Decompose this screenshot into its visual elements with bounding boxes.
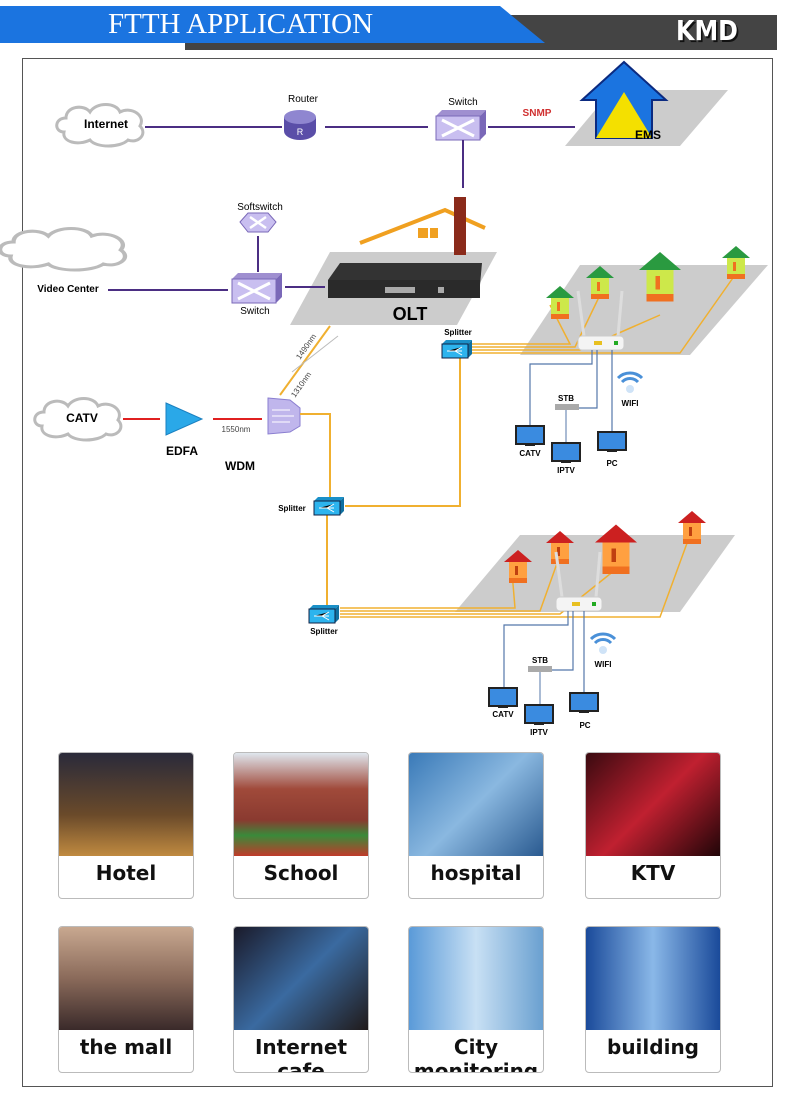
svg-text:R: R xyxy=(297,127,304,137)
mall-photo xyxy=(59,927,193,1030)
brand-logo: KMD xyxy=(676,14,738,47)
hospital-photo xyxy=(409,753,543,856)
lan-links-2 xyxy=(503,611,585,693)
switch-icon-top xyxy=(434,108,488,142)
catv-1-label: CATV xyxy=(519,449,541,458)
content-frame xyxy=(22,58,773,1087)
edfa-icon xyxy=(165,402,204,436)
splitter-2-label: Splitter xyxy=(278,504,306,513)
ftth-network-diagram: Internet R Router Switch SNMP EMS OLT So… xyxy=(0,60,768,737)
catv-tv-icon-1 xyxy=(515,425,545,447)
switch-mid-label: Switch xyxy=(240,306,269,317)
pc-icon-2 xyxy=(569,692,599,714)
city-monitoring-photo xyxy=(409,927,543,1030)
softswitch-label: Softswitch xyxy=(237,202,283,213)
iptv-2-label: IPTV xyxy=(530,728,548,737)
ktv-photo xyxy=(586,753,720,856)
nm1550-label: 1550nm xyxy=(222,425,251,434)
wdm-icon xyxy=(267,397,301,435)
wdm-label: WDM xyxy=(225,459,255,473)
switch-top-label: Switch xyxy=(448,97,477,108)
application-card-school: School xyxy=(233,752,369,899)
school-photo xyxy=(234,753,368,856)
stb-2-label: STB xyxy=(532,656,548,665)
pc-2-label: PC xyxy=(579,721,590,730)
router-icon: R xyxy=(284,110,316,140)
application-card-hospital: hospital xyxy=(408,752,544,899)
catv-source-label: CATV xyxy=(66,411,98,425)
iptv-tv-icon-1 xyxy=(551,442,581,464)
application-label: City monitoring xyxy=(413,1035,539,1073)
wifi-icon-2 xyxy=(589,632,617,656)
application-label: Hotel xyxy=(95,861,157,885)
hotel-photo xyxy=(59,753,193,856)
splitter-icon-2 xyxy=(313,496,345,516)
internet-label: Internet xyxy=(84,117,128,131)
olt-label: OLT xyxy=(393,304,428,324)
building-photo xyxy=(586,927,720,1030)
application-label: the mall xyxy=(79,1035,173,1059)
wifi-2-label: WIFI xyxy=(595,660,612,669)
home-area-2 xyxy=(340,511,735,618)
snmp-label: SNMP xyxy=(523,108,552,119)
application-card-city-monitoring: City monitoring xyxy=(408,926,544,1073)
application-card-building: building xyxy=(585,926,721,1073)
application-card-hotel: Hotel xyxy=(58,752,194,899)
page-title: FTTH APPLICATION xyxy=(108,8,374,40)
ems-label: EMS xyxy=(635,128,661,142)
application-label: hospital xyxy=(430,861,522,885)
header-blue-band xyxy=(0,6,545,43)
pc-1-label: PC xyxy=(606,459,617,468)
video-center-cloud xyxy=(0,229,125,271)
application-label: KTV xyxy=(630,861,676,885)
application-card-internet-cafe: Internet cafe xyxy=(233,926,369,1073)
iptv-1-label: IPTV xyxy=(557,466,575,475)
application-label: building xyxy=(607,1035,699,1059)
softswitch-icon xyxy=(239,212,277,233)
fiber-1310 xyxy=(291,335,339,373)
splitter-icon-3 xyxy=(308,604,340,624)
edfa-label: EDFA xyxy=(166,444,198,458)
nm1310-label: 1310nm xyxy=(289,370,313,399)
wifi-icon-1 xyxy=(616,371,644,395)
catv-2-label: CATV xyxy=(492,710,514,719)
application-label: Internet cafe xyxy=(254,1035,348,1073)
application-card-mall: the mall xyxy=(58,926,194,1073)
olt-device-icon xyxy=(328,263,482,298)
home-area-1 xyxy=(472,246,768,355)
internet-cafe-photo xyxy=(234,927,368,1030)
stb-icon-2 xyxy=(528,666,552,672)
switch-icon-mid xyxy=(230,271,284,305)
splitter-1-label: Splitter xyxy=(444,328,472,337)
lan-links-1 xyxy=(529,350,613,432)
iptv-tv-icon-2 xyxy=(524,704,554,726)
stb-1-label: STB xyxy=(558,394,574,403)
splitter-3-label: Splitter xyxy=(310,627,338,636)
ems-icon xyxy=(565,60,728,146)
fiber-wdm-splitter xyxy=(300,413,331,497)
catv-tv-icon-2 xyxy=(488,687,518,709)
wifi-1-label: WIFI xyxy=(622,399,639,408)
router-label: Router xyxy=(288,94,319,105)
stb-icon-1 xyxy=(555,404,579,410)
application-card-ktv: KTV xyxy=(585,752,721,899)
splitter-icon-1 xyxy=(441,339,473,359)
pc-icon-1 xyxy=(597,431,627,453)
fiber-splitter-splitter1 xyxy=(345,356,461,507)
fiber-1490 xyxy=(279,325,331,396)
video-center-label: Video Center xyxy=(37,284,99,295)
application-label: School xyxy=(263,861,339,885)
